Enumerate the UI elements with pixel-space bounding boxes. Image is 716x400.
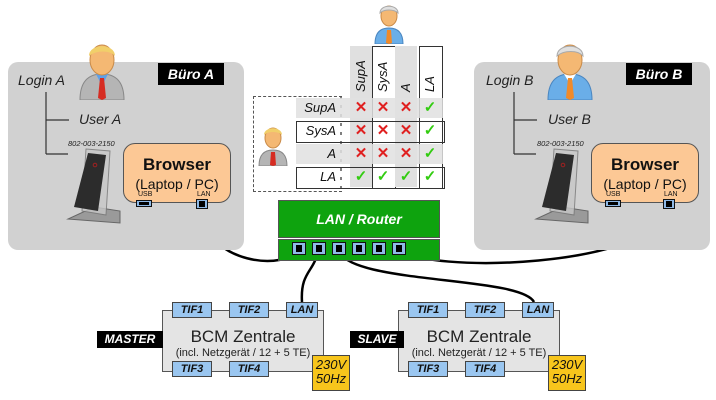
usb-a-label: USB: [138, 191, 153, 198]
deny-mark-icon: ✕: [376, 99, 390, 116]
bcm-subtitle: (incl. Netzgerät / 12 + 5 TE): [411, 347, 547, 359]
router-port-socket: [336, 245, 342, 252]
router-port: [312, 242, 326, 255]
allow-check-icon: ✓: [423, 122, 437, 139]
deny-mark-icon: ✕: [354, 145, 368, 162]
router-port-socket: [376, 245, 382, 252]
lan-a-label: LAN: [197, 191, 211, 198]
deny-mark-icon: ✕: [399, 99, 413, 116]
deny-mark-icon: ✕: [376, 122, 390, 139]
allow-check-icon: ✓: [399, 168, 413, 185]
lan-a-port: [196, 199, 208, 209]
router-port: [292, 242, 306, 255]
browser-b-device: Browser (Laptop / PC): [591, 143, 699, 203]
bcm-title: BCM Zentrale: [190, 327, 296, 346]
matrix-column-header: SupA: [353, 60, 368, 92]
user-a-label: User A: [79, 111, 122, 127]
usb-a-port: [136, 200, 152, 207]
deny-mark-icon: ✕: [354, 99, 368, 116]
port-tif2: TIF2: [229, 302, 269, 318]
matrix-row-label: A: [327, 146, 336, 161]
port-tif4: TIF4: [229, 361, 269, 377]
power-spec: 230V: [551, 357, 583, 372]
matrix-side-user-icon: [258, 127, 288, 166]
user-b-label: User B: [548, 111, 591, 127]
matrix-column-header: SysA: [375, 61, 390, 92]
deny-mark-icon: ✕: [376, 145, 390, 162]
card-reader-a-icon: [66, 148, 121, 224]
reader-a-serial: 802-003-2150: [68, 139, 115, 148]
allow-check-icon: ✓: [376, 168, 390, 185]
router-port-socket: [296, 245, 302, 252]
bcm-title: BCM Zentrale: [426, 327, 532, 346]
matrix-row-la: [296, 167, 445, 189]
matrix-dashed-frame: [253, 96, 342, 192]
role-badge-master: MASTER: [97, 331, 163, 348]
port-tif3: TIF3: [172, 361, 212, 377]
port-tif1: TIF1: [172, 302, 212, 318]
power-spec: 50Hz: [315, 371, 347, 386]
port-tif4: TIF4: [465, 361, 505, 377]
router-label: LAN / Router: [316, 211, 402, 227]
reader-b-serial: 802-003-2150: [537, 139, 584, 148]
lan-b-label: LAN: [664, 191, 678, 198]
port-tif2: TIF2: [465, 302, 505, 318]
deny-mark-icon: ✕: [399, 122, 413, 139]
router-port: [332, 242, 346, 255]
allow-check-icon: ✓: [423, 99, 437, 116]
matrix-row-divider: [340, 96, 342, 190]
router-port-socket: [316, 245, 322, 252]
port-tif1: TIF1: [408, 302, 448, 318]
power-spec: 230V: [315, 357, 347, 372]
card-reader-b-icon: [534, 148, 589, 224]
matrix-row-a: [296, 144, 443, 164]
allow-check-icon: ✓: [354, 168, 368, 185]
login-a-tree-lines: [45, 92, 69, 155]
user-b-avatar-icon: [547, 44, 593, 100]
login-b-label: Login B: [486, 72, 534, 88]
router-port-socket: [396, 245, 402, 252]
matrix-row-sysa: [296, 121, 445, 143]
router-port-socket: [356, 245, 362, 252]
browser-b-title: Browser: [610, 155, 680, 174]
matrix-row-label: SysA: [305, 123, 336, 138]
matrix-row-label: SupA: [304, 100, 336, 115]
deny-mark-icon: ✕: [354, 122, 368, 139]
port-lan: LAN: [522, 302, 554, 318]
browser-a-title: Browser: [142, 155, 212, 174]
allow-check-icon: ✓: [423, 168, 437, 185]
lan-b-port: [663, 199, 675, 209]
office-b-label: Büro B: [626, 63, 692, 85]
usb-b-port: [605, 200, 621, 207]
router-port: [372, 242, 386, 255]
bcm-subtitle: (incl. Netzgerät / 12 + 5 TE): [175, 347, 311, 359]
matrix-row-label: LA: [320, 169, 336, 184]
browser-b-subtitle: (Laptop / PC): [603, 176, 687, 192]
deny-mark-icon: ✕: [399, 145, 413, 162]
port-lan: LAN: [286, 302, 318, 318]
browser-a-device: Browser (Laptop / PC): [123, 143, 231, 203]
allow-check-icon: ✓: [423, 145, 437, 162]
matrix-column-header: A: [398, 83, 413, 92]
router-port: [352, 242, 366, 255]
matrix-row-supa: [296, 98, 443, 118]
router-port: [392, 242, 406, 255]
login-a-label: Login A: [18, 72, 65, 88]
matrix-top-user-icon: [374, 5, 404, 44]
router-body: LAN / Router: [278, 200, 440, 238]
login-b-tree-lines: [513, 92, 537, 155]
usb-b-label: USB: [606, 191, 621, 198]
user-a-avatar-icon: [79, 44, 125, 100]
port-tif3: TIF3: [408, 361, 448, 377]
role-badge-slave: SLAVE: [350, 331, 404, 348]
office-a-label: Büro A: [158, 63, 224, 85]
power-spec: 50Hz: [551, 371, 583, 386]
matrix-column-header: LA: [422, 76, 437, 92]
browser-a-subtitle: (Laptop / PC): [135, 176, 219, 192]
